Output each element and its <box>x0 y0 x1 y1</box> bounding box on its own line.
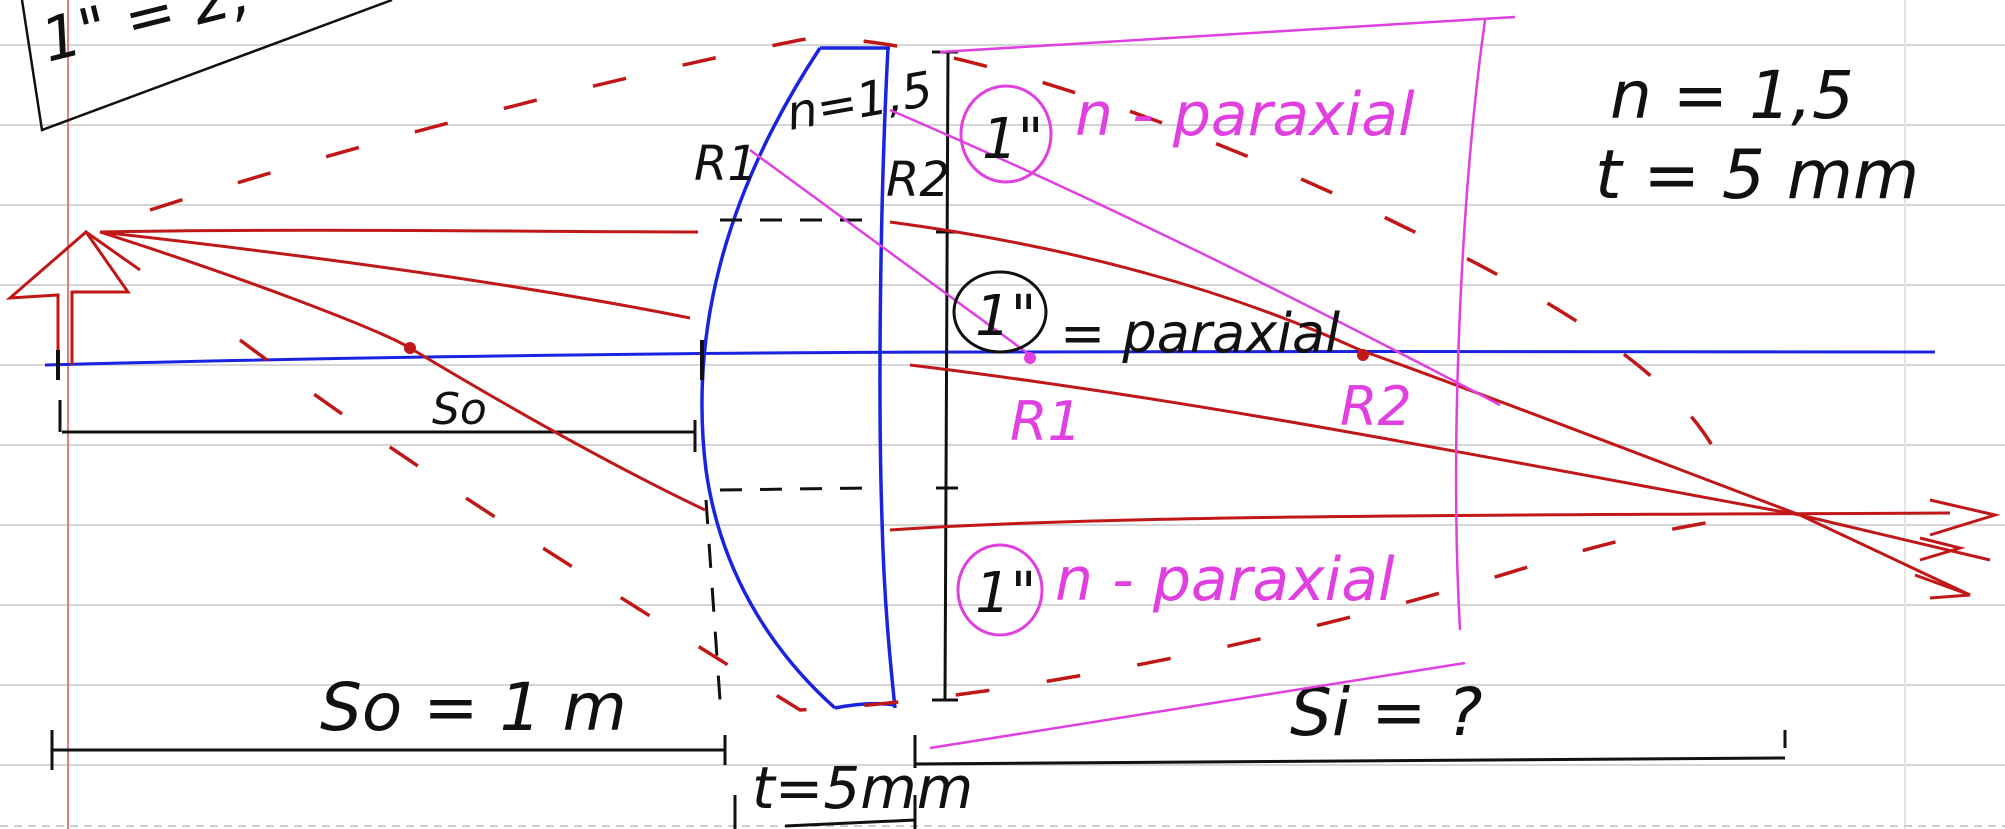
si-line <box>914 756 1786 766</box>
ray-to-r-point <box>99 230 706 512</box>
ray-exit-2 <box>1799 513 1971 597</box>
ray-after-lens-upper <box>889 220 1801 517</box>
ray-upper-diagonal <box>99 230 691 320</box>
scale-note: 1" = 2, <box>35 0 257 77</box>
red-dashed-arcs <box>149 36 1722 712</box>
circle-top-label: 1" <box>982 107 1043 172</box>
r1-point <box>1024 352 1036 364</box>
object-arrow-tip-line <box>85 230 141 272</box>
n-value: n = 1,5 <box>1610 57 1854 134</box>
top-note: n - paraxial <box>1075 80 1415 150</box>
thickness-bottom-line <box>784 818 916 828</box>
t-value: t = 5 mm <box>1595 136 1919 215</box>
ray-after-lens-bottom <box>889 511 1951 532</box>
r2-lens-label: R2 <box>886 152 950 208</box>
r2-point-label: R2 <box>1340 375 1412 438</box>
circle-bottom <box>956 543 1044 637</box>
lens-front-surface <box>700 47 837 710</box>
circle-top <box>959 84 1053 184</box>
r1-point-label: R1 <box>1010 390 1082 453</box>
dashed-arc-bottom <box>238 338 1721 712</box>
pink-ray-2 <box>889 108 1501 407</box>
ray-arrowhead-top <box>1929 498 2001 537</box>
scale-note-box <box>20 0 393 132</box>
lens-dash-bottom <box>719 486 871 492</box>
r2-point <box>1357 349 1369 361</box>
circle-bottom-label: 1" <box>975 561 1036 626</box>
ray-exit-1 <box>1799 513 1991 562</box>
ray-arrowhead-bottom <box>1914 573 1971 600</box>
pink-box-bottom <box>929 661 1466 750</box>
optical-axis <box>44 349 1936 367</box>
middle-note: = paraxial <box>1060 302 1340 365</box>
ray-after-lens-mid <box>909 363 1801 517</box>
lens-back-surface <box>878 47 897 709</box>
r1-lens-label: R1 <box>694 136 758 192</box>
pink-box-right <box>1454 19 1487 631</box>
ray-arrowhead-mid <box>1919 536 1966 562</box>
pink-ray-1 <box>749 148 1031 357</box>
circle-middle <box>952 270 1048 354</box>
ruled-lines <box>0 44 2005 766</box>
bottom-note: n - paraxial <box>1055 545 1395 615</box>
circle-middle-label: 1" <box>975 284 1036 349</box>
lens-vertex-drop <box>704 499 722 701</box>
ray-top-horizontal <box>99 228 699 234</box>
so-small-label: So <box>432 384 487 435</box>
thickness-bracket <box>943 51 950 701</box>
pink-box-top <box>939 15 1516 54</box>
pink-construction <box>749 15 1516 750</box>
thickness-label: t=5mm <box>752 754 973 822</box>
ray-point-left <box>404 342 416 354</box>
dashed-arc-top <box>149 36 1722 461</box>
so-big-label: So = 1 m <box>320 669 627 746</box>
